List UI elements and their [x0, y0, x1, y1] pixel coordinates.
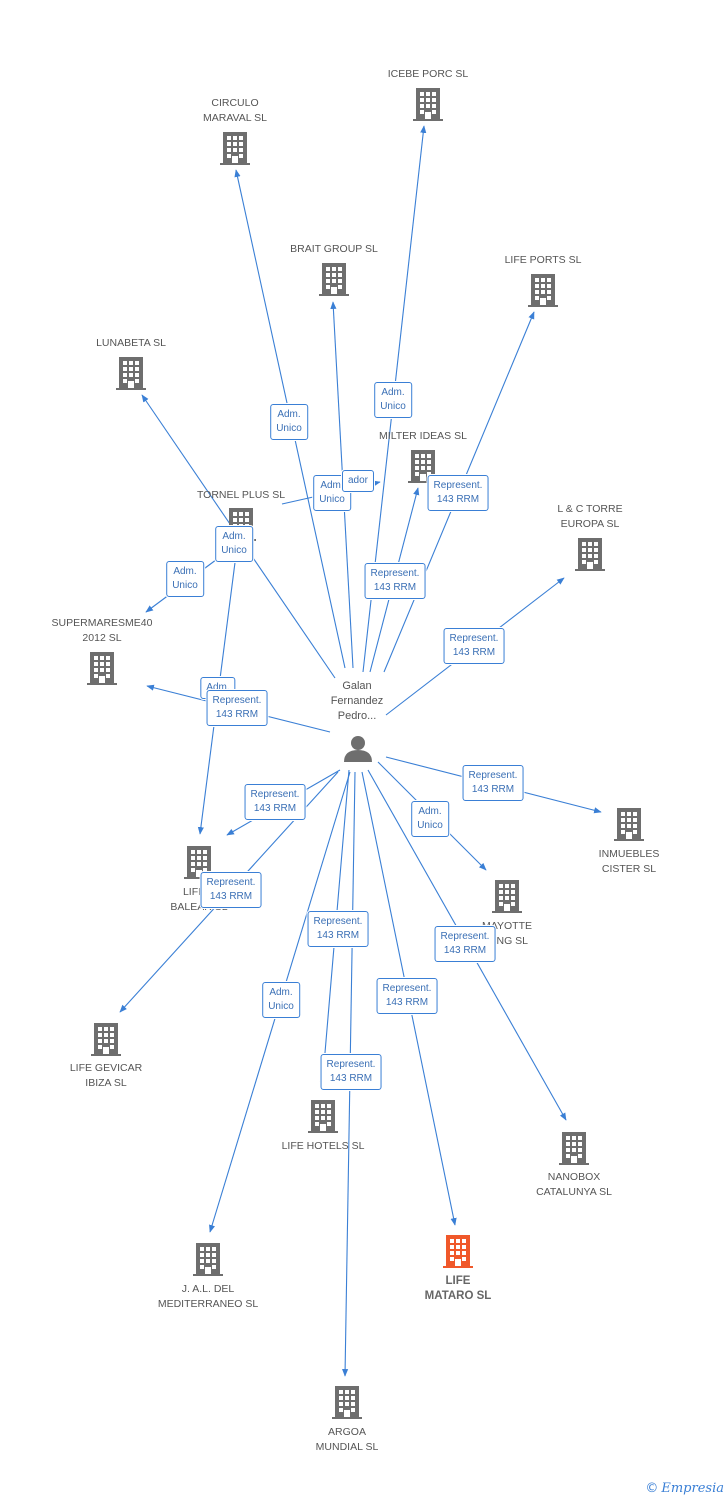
- company-label-lunabeta[interactable]: LUNABETA SL: [96, 337, 166, 349]
- company-label-argoa[interactable]: ARGOA MUNDIAL SL: [315, 1426, 379, 1453]
- company-label-brait[interactable]: BRAIT GROUP SL: [290, 243, 378, 255]
- building-icon-lctorre[interactable]: [575, 538, 605, 571]
- role-box-r-gevicar[interactable]: Represent. 143 RRM: [200, 872, 262, 908]
- company-label-lctorre[interactable]: L & C TORRE EUROPA SL: [557, 503, 623, 530]
- role-box-r-argoa[interactable]: Represent. 143 RRM: [320, 1054, 382, 1090]
- building-icon-mayotte[interactable]: [492, 880, 522, 913]
- person-name[interactable]: Galan Fernandez Pedro...: [330, 680, 384, 722]
- role-box-r-inmuebles[interactable]: Represent. 143 RRM: [462, 765, 524, 801]
- company-label-supermaresme[interactable]: SUPERMARESME40 2012 SL: [51, 617, 153, 644]
- building-icon-lifeports[interactable]: [528, 274, 558, 307]
- role-box-r-jal[interactable]: Adm. Unico: [262, 982, 300, 1018]
- role-box-r-lifeports[interactable]: Represent. 143 RRM: [427, 475, 489, 511]
- company-label-jal[interactable]: J. A.L. DEL MEDITERRANEO SL: [157, 1283, 259, 1310]
- building-icon-lifegevicar[interactable]: [91, 1023, 121, 1056]
- role-box-r-balear[interactable]: Represent. 143 RRM: [244, 784, 306, 820]
- building-icon-supermaresme[interactable]: [87, 652, 117, 685]
- role-box-r-super2[interactable]: Represent. 143 RRM: [206, 690, 268, 726]
- company-label-icebe[interactable]: ICEBE PORC SL: [387, 68, 469, 80]
- role-box-r-tornel[interactable]: Adm. Unico: [166, 561, 204, 597]
- building-icon-inmuebles[interactable]: [614, 808, 644, 841]
- copyright-icon: ©: [645, 1481, 659, 1496]
- company-label-nanobox[interactable]: NANOBOX CATALUNYA SL: [536, 1171, 612, 1198]
- company-label-inmuebles[interactable]: INMUEBLES CISTER SL: [598, 848, 660, 875]
- company-label-lifehotels[interactable]: LIFE HOTELS SL: [281, 1140, 365, 1152]
- role-box-r-nanobox[interactable]: Represent. 143 RRM: [434, 926, 496, 962]
- role-box-r-lunabeta[interactable]: Adm. Unico: [215, 526, 253, 562]
- person-icon: [344, 736, 372, 762]
- role-box-r-circulo[interactable]: Adm. Unico: [270, 404, 308, 440]
- building-icon-icebe[interactable]: [413, 88, 443, 121]
- building-icon-lifemataro[interactable]: [443, 1235, 473, 1268]
- building-icon-nanobox[interactable]: [559, 1132, 589, 1165]
- building-icon-lunabeta[interactable]: [116, 357, 146, 390]
- building-icon-lifehotels[interactable]: [308, 1100, 338, 1133]
- role-box-r-mayotte1[interactable]: Adm. Unico: [411, 801, 449, 837]
- role-box-r-mataro[interactable]: Represent. 143 RRM: [376, 978, 438, 1014]
- building-icon-argoa[interactable]: [332, 1386, 362, 1419]
- role-box-r-icebe[interactable]: Adm. Unico: [374, 382, 412, 418]
- company-label-lifemataro[interactable]: LIFE MATARO SL: [424, 1275, 492, 1302]
- role-box-r-lctorre[interactable]: Represent. 143 RRM: [443, 628, 505, 664]
- company-label-milter[interactable]: MILTER IDEAS SL: [379, 430, 467, 442]
- company-label-lifeports[interactable]: LIFE PORTS SL: [504, 254, 582, 266]
- building-icon-circulo[interactable]: [220, 132, 250, 165]
- role-box-r-milter[interactable]: Represent. 143 RRM: [364, 563, 426, 599]
- building-icon-brait[interactable]: [319, 263, 349, 296]
- brand-footer: ©Empresia: [645, 1481, 724, 1496]
- company-label-tornel[interactable]: TORNEL PLUS SL: [196, 489, 286, 501]
- role-box-r-hotels1[interactable]: Represent. 143 RRM: [307, 911, 369, 947]
- building-icon-jal[interactable]: [193, 1243, 223, 1276]
- company-label-circulo[interactable]: CIRCULO MARAVAL SL: [203, 97, 267, 124]
- brand-logo: Empresia: [661, 1481, 724, 1496]
- role-box-r-brait2[interactable]: ador: [341, 470, 375, 492]
- company-label-lifegevicar[interactable]: LIFE GEVICAR IBIZA SL: [69, 1062, 143, 1089]
